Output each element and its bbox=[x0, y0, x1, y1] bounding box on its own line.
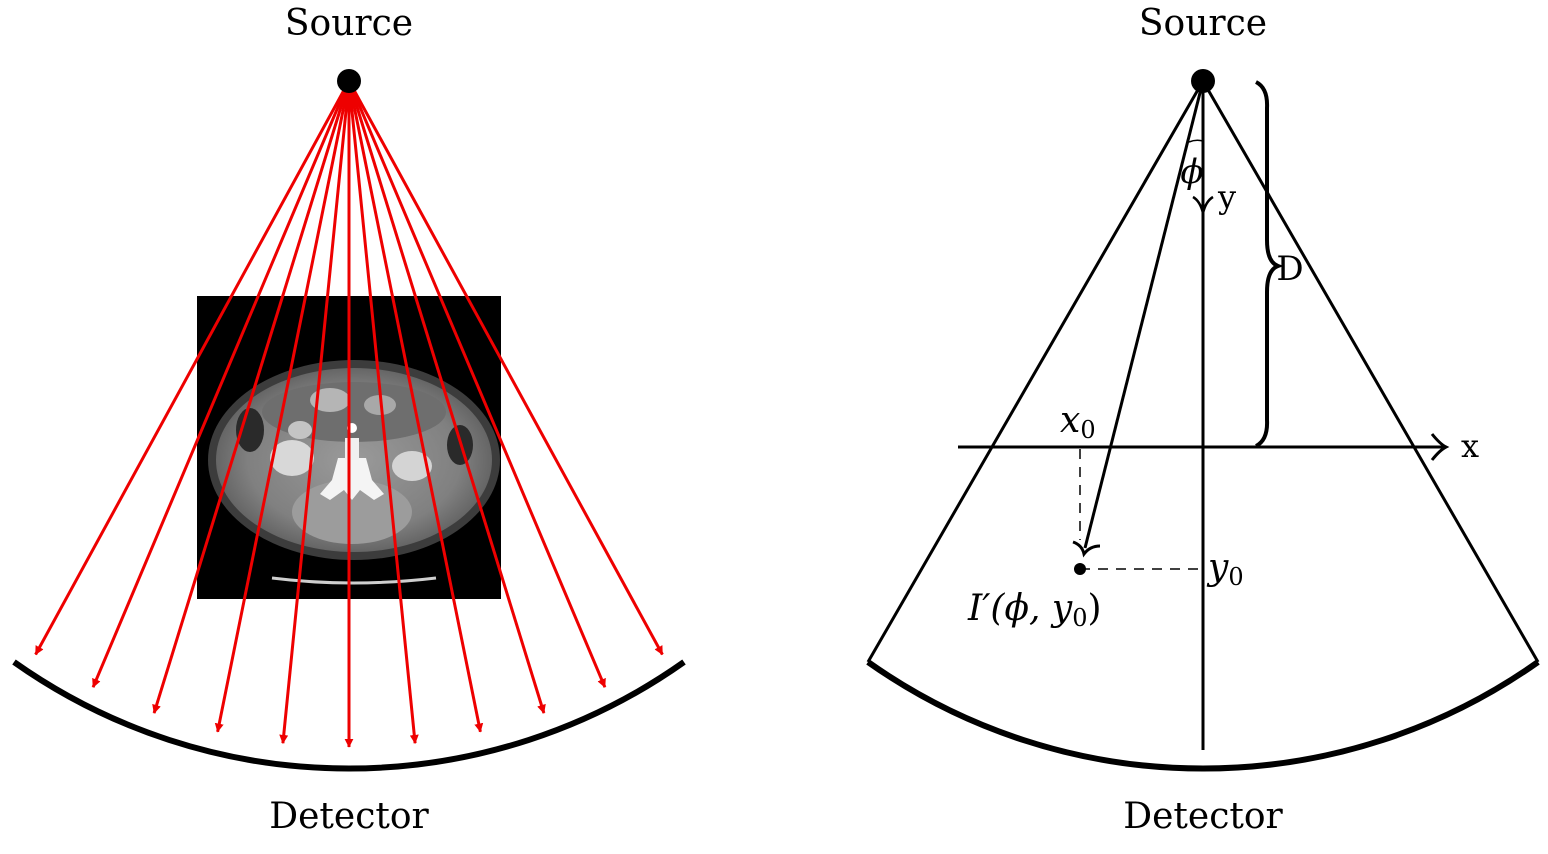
x-ray-1 bbox=[34, 80, 351, 656]
left-source-dot bbox=[337, 69, 361, 93]
right-source-label: Source bbox=[1139, 3, 1267, 44]
x-ray-8 bbox=[347, 80, 484, 733]
fan-right-edge bbox=[1201, 80, 1540, 663]
right-detector-arc bbox=[866, 659, 1540, 772]
sample-point bbox=[1074, 563, 1086, 575]
x-ray-5 bbox=[279, 80, 351, 744]
x-ray-3 bbox=[152, 80, 351, 714]
left-source-label: Source bbox=[285, 3, 413, 44]
x-ray-2 bbox=[91, 80, 351, 688]
x0-label: x0 bbox=[1060, 400, 1096, 444]
phi-angle-arc bbox=[1188, 139, 1204, 143]
right-detector-label: Detector bbox=[1123, 796, 1283, 837]
point-label: I′(ϕ, y0) bbox=[967, 588, 1102, 632]
x-ray-fan bbox=[34, 80, 664, 748]
projection-ray bbox=[1083, 80, 1205, 549]
right-source-dot bbox=[1191, 69, 1215, 93]
distance-brace bbox=[1254, 80, 1284, 448]
x-axis-arrowhead bbox=[1430, 433, 1450, 461]
x-ray-10 bbox=[347, 80, 607, 688]
distance-label: D bbox=[1276, 249, 1303, 289]
x-ray-9 bbox=[347, 80, 546, 714]
left-detector-arc bbox=[12, 659, 686, 772]
y-axis-brace bbox=[1192, 195, 1214, 214]
y0-label: y0 bbox=[1206, 547, 1244, 591]
phi-label: ϕ bbox=[1180, 152, 1203, 192]
left-detector-label: Detector bbox=[269, 796, 429, 837]
x-ray-11 bbox=[347, 80, 664, 656]
fan-left-edge bbox=[866, 80, 1205, 663]
y-axis-label: y bbox=[1217, 178, 1236, 216]
projection-ray-arrowhead bbox=[1072, 540, 1101, 558]
x-axis-label: x bbox=[1461, 427, 1479, 465]
x-ray-4 bbox=[214, 80, 351, 733]
left-panel: Source Detector bbox=[12, 3, 686, 837]
right-panel: Source x ϕ y D x0 y0 I′( bbox=[866, 3, 1540, 837]
x-ray-7 bbox=[347, 80, 419, 744]
